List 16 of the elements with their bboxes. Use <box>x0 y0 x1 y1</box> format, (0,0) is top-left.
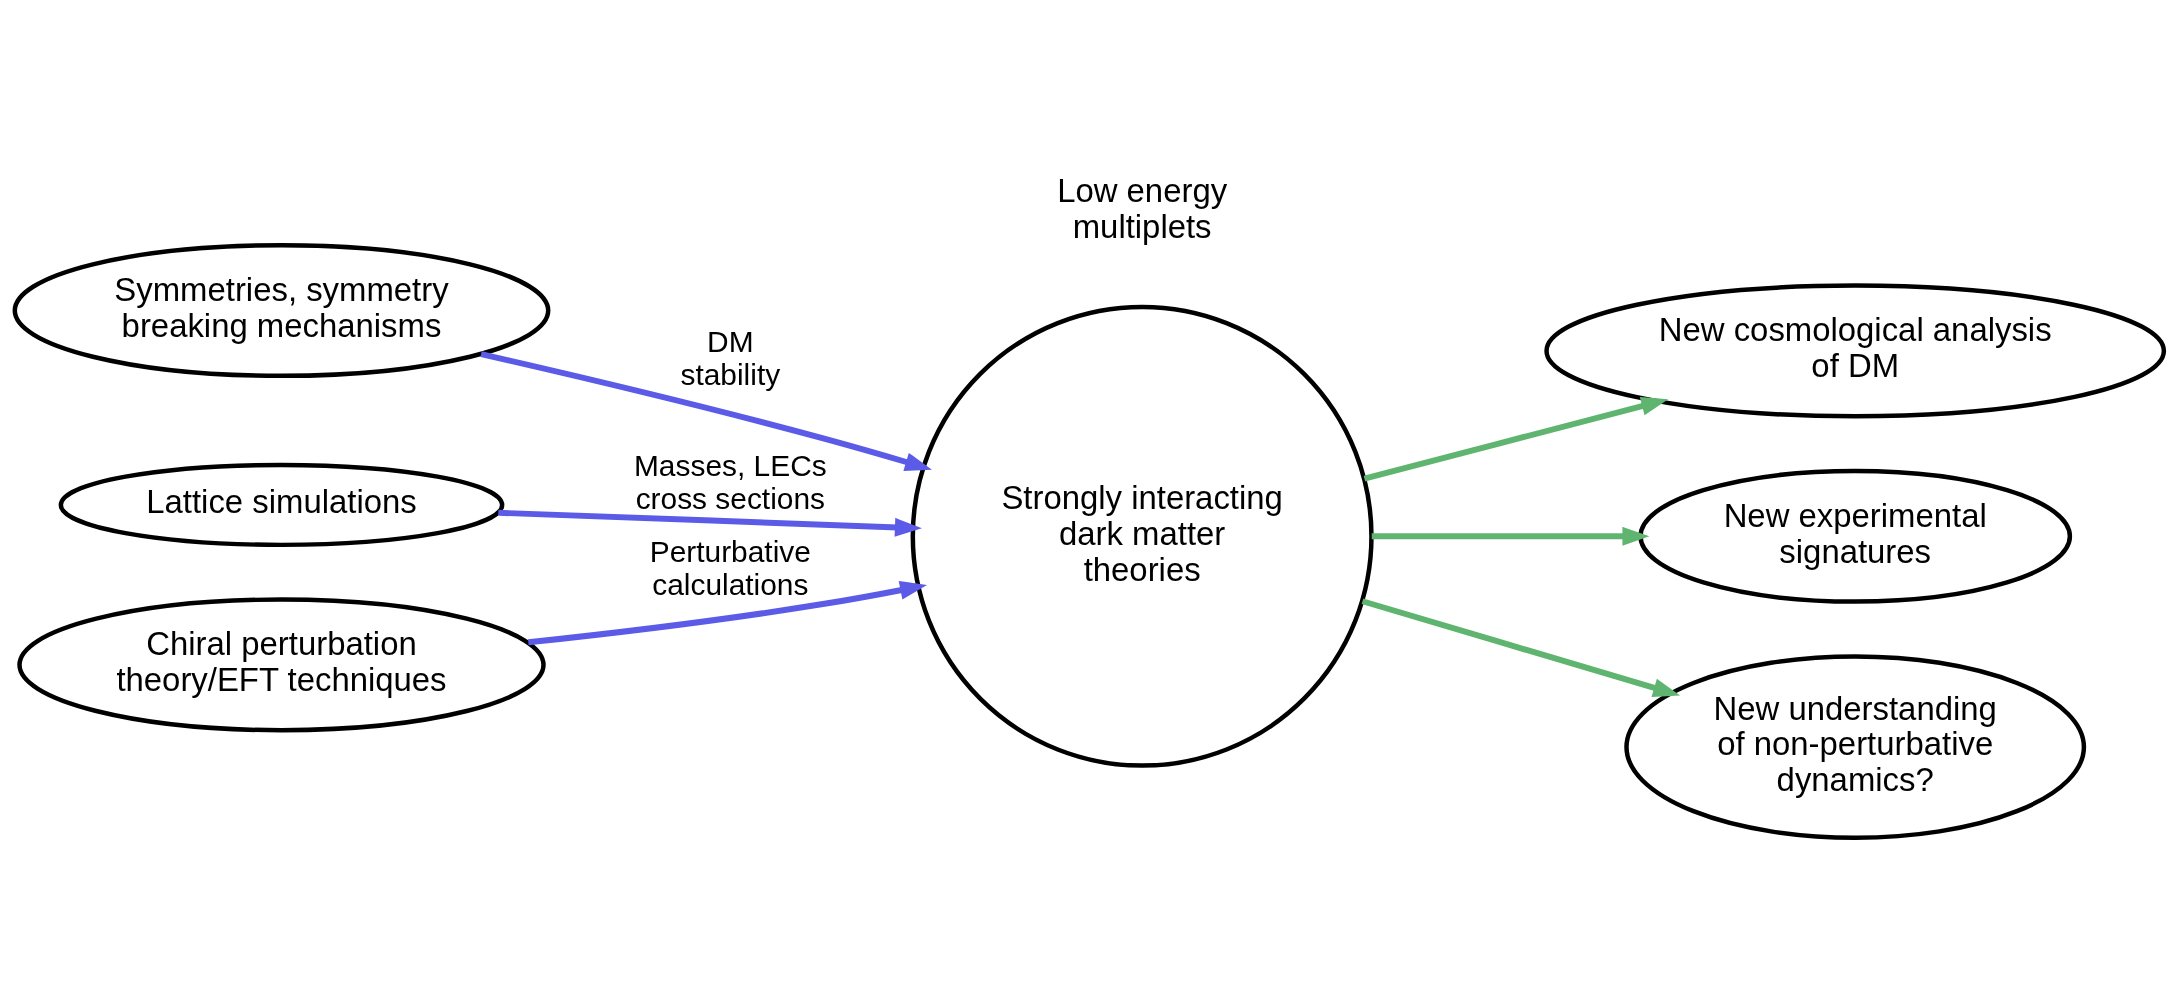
edge-label: Perturbative calculations <box>649 534 811 601</box>
node-ellipse: Chiral perturbation theory/EFT techniques <box>17 596 546 732</box>
node-ellipse: Lattice simulations <box>58 462 505 547</box>
node-ellipse: Symmetries, symmetry breaking mechanisms <box>12 242 551 378</box>
arrow <box>1361 597 1681 697</box>
edge-label: Masses, LECs cross sections <box>633 448 827 515</box>
node-ellipse: New experimental signatures <box>1638 468 2073 604</box>
arrow <box>498 509 922 537</box>
arrow <box>1371 526 1650 546</box>
node-circle: Strongly interacting dark matter theories <box>910 304 1374 768</box>
edge-label: DM stability <box>680 324 781 391</box>
arrow <box>1363 396 1669 482</box>
node-ellipse: New understanding of non-perturbative dynamics? <box>1624 653 2087 840</box>
label: Low energy multiplets <box>1057 171 1228 245</box>
arrow <box>480 350 932 471</box>
arrow <box>528 580 927 645</box>
